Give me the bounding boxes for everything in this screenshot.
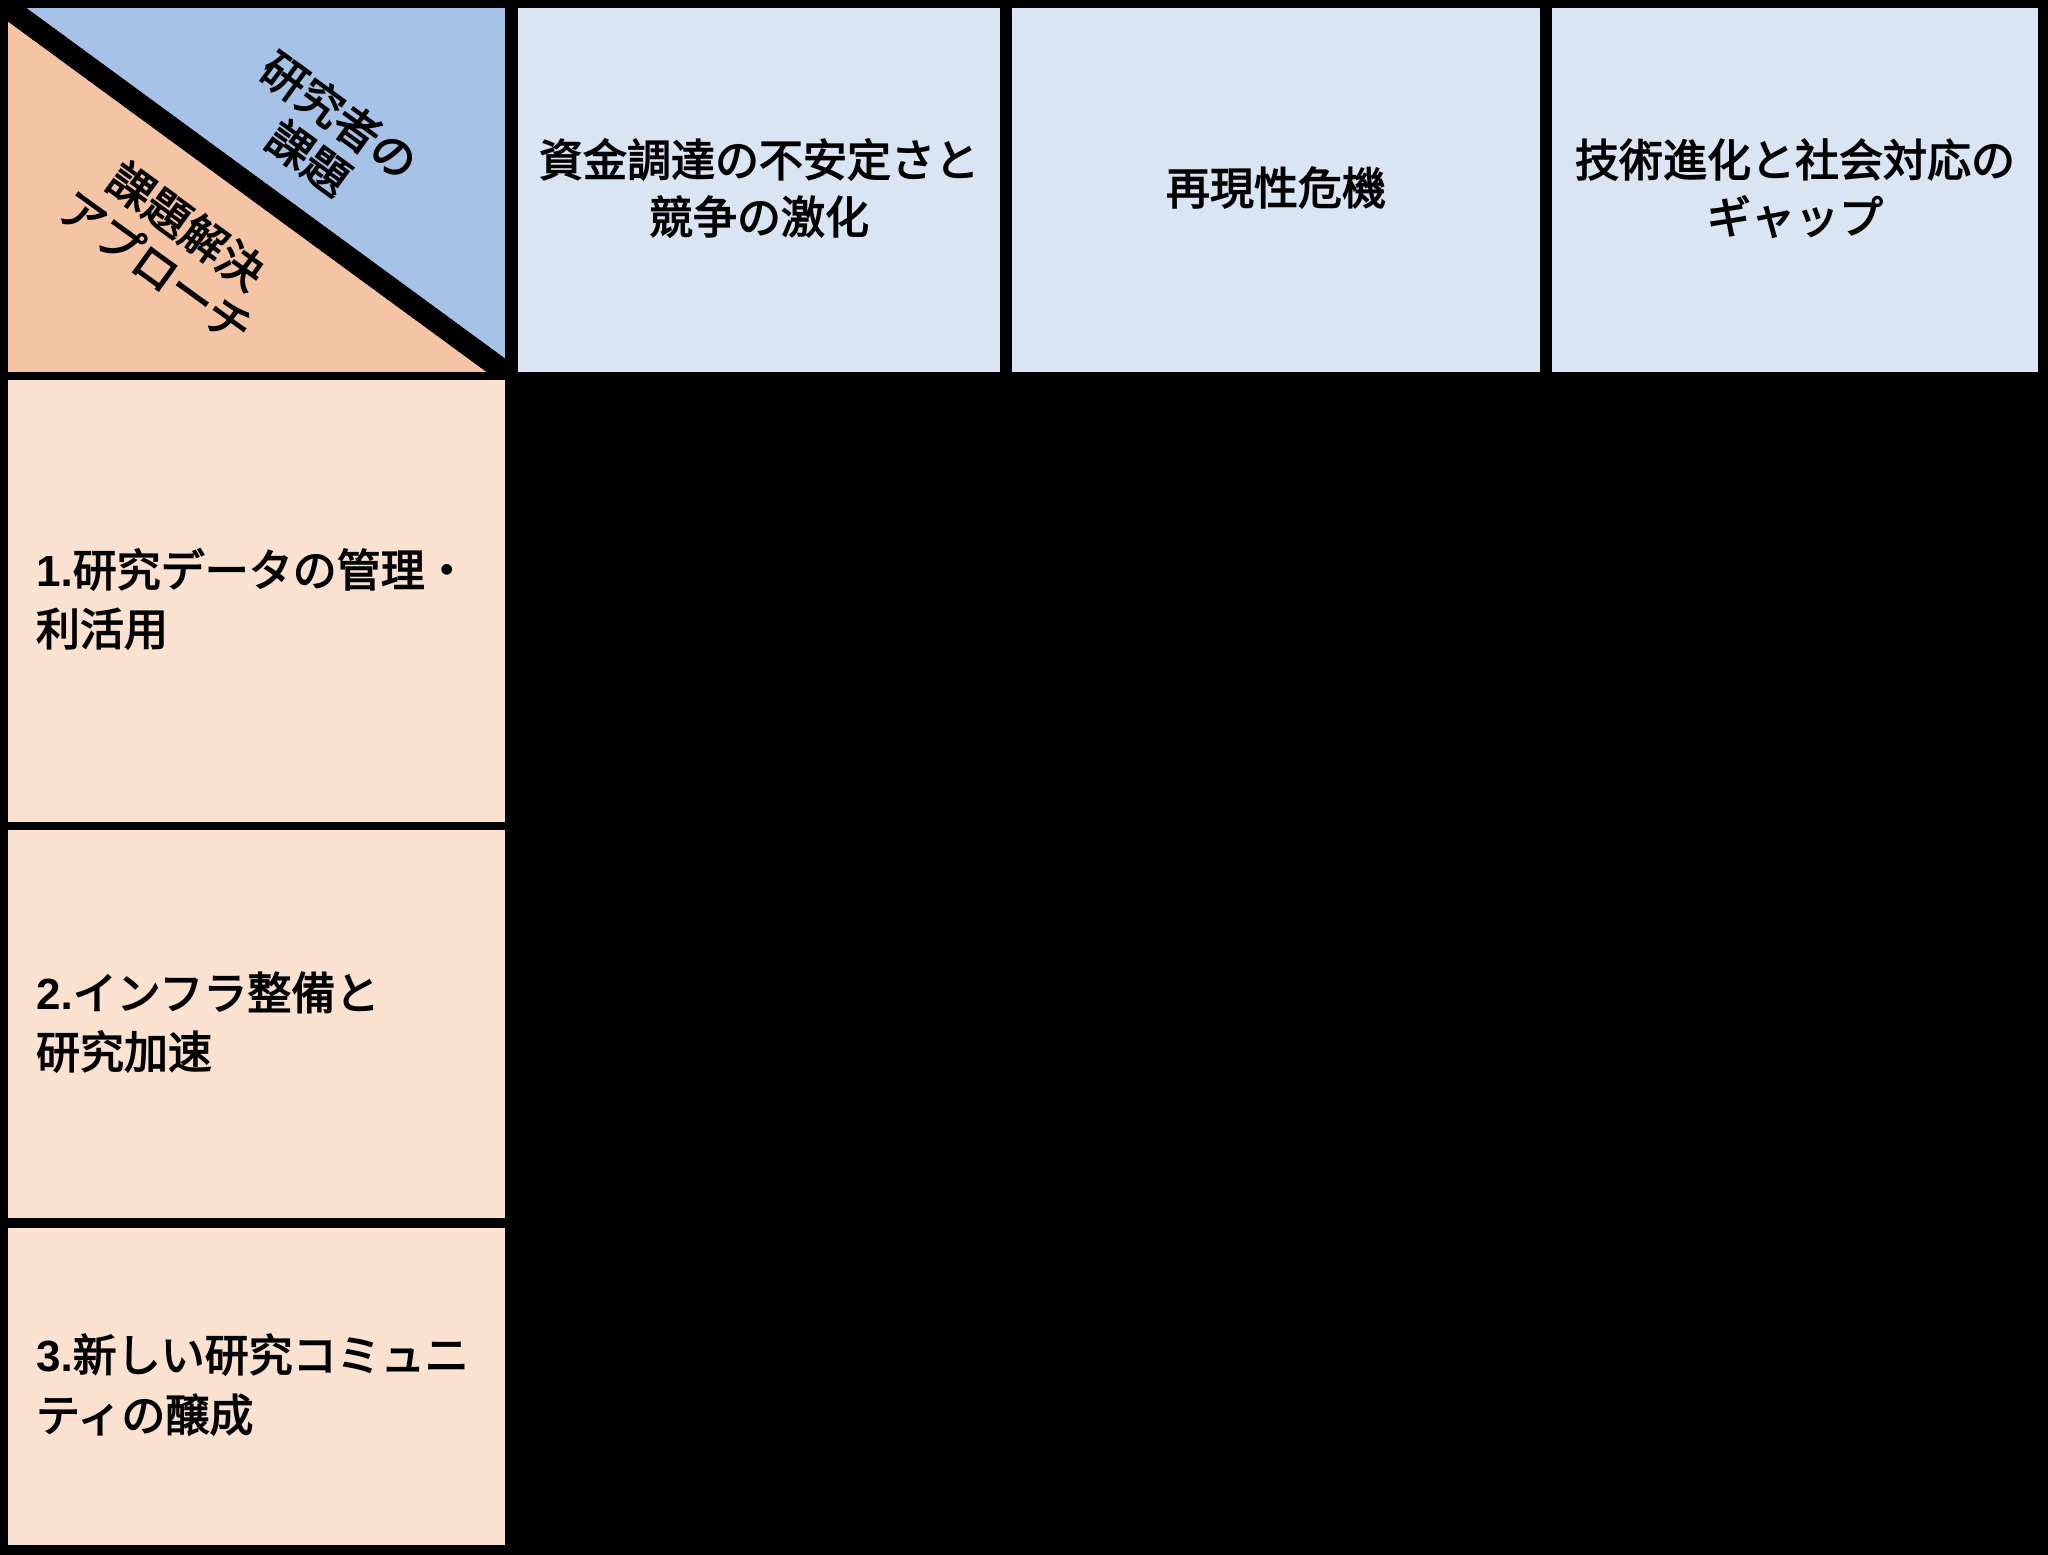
row-header-data-management: 1.研究データの管理・ 利活用 xyxy=(8,380,505,822)
column-header-funding: 資金調達の不安定さと 競争の激化 xyxy=(518,8,1000,372)
row-header-label: 3.新しい研究コミュニ ティの醸成 xyxy=(36,1332,469,1441)
column-header-label: 資金調達の不安定さと 競争の激化 xyxy=(539,136,979,243)
column-header-label: 技術進化と社会対応の ギャップ xyxy=(1575,136,2015,243)
row-header-label: 2.インフラ整備と 研究加速 xyxy=(36,969,380,1078)
column-header-reproducibility: 再現性危機 xyxy=(1012,8,1540,372)
column-header-label: 再現性危機 xyxy=(1166,165,1386,215)
row-header-infrastructure: 2.インフラ整備と 研究加速 xyxy=(8,830,505,1218)
row-header-label: 1.研究データの管理・ 利活用 xyxy=(36,546,469,655)
corner-cell: 研究者の課題 課題解決 アプローチ xyxy=(8,8,505,372)
row-header-community: 3.新しい研究コミュニ ティの醸成 xyxy=(8,1228,505,1545)
corner-bottom-label: 課題解決 アプローチ xyxy=(49,153,274,356)
column-header-tech-gap: 技術進化と社会対応の ギャップ xyxy=(1552,8,2038,372)
corner-top-label: 研究者の課題 xyxy=(250,43,427,206)
table-body xyxy=(518,380,2048,1555)
